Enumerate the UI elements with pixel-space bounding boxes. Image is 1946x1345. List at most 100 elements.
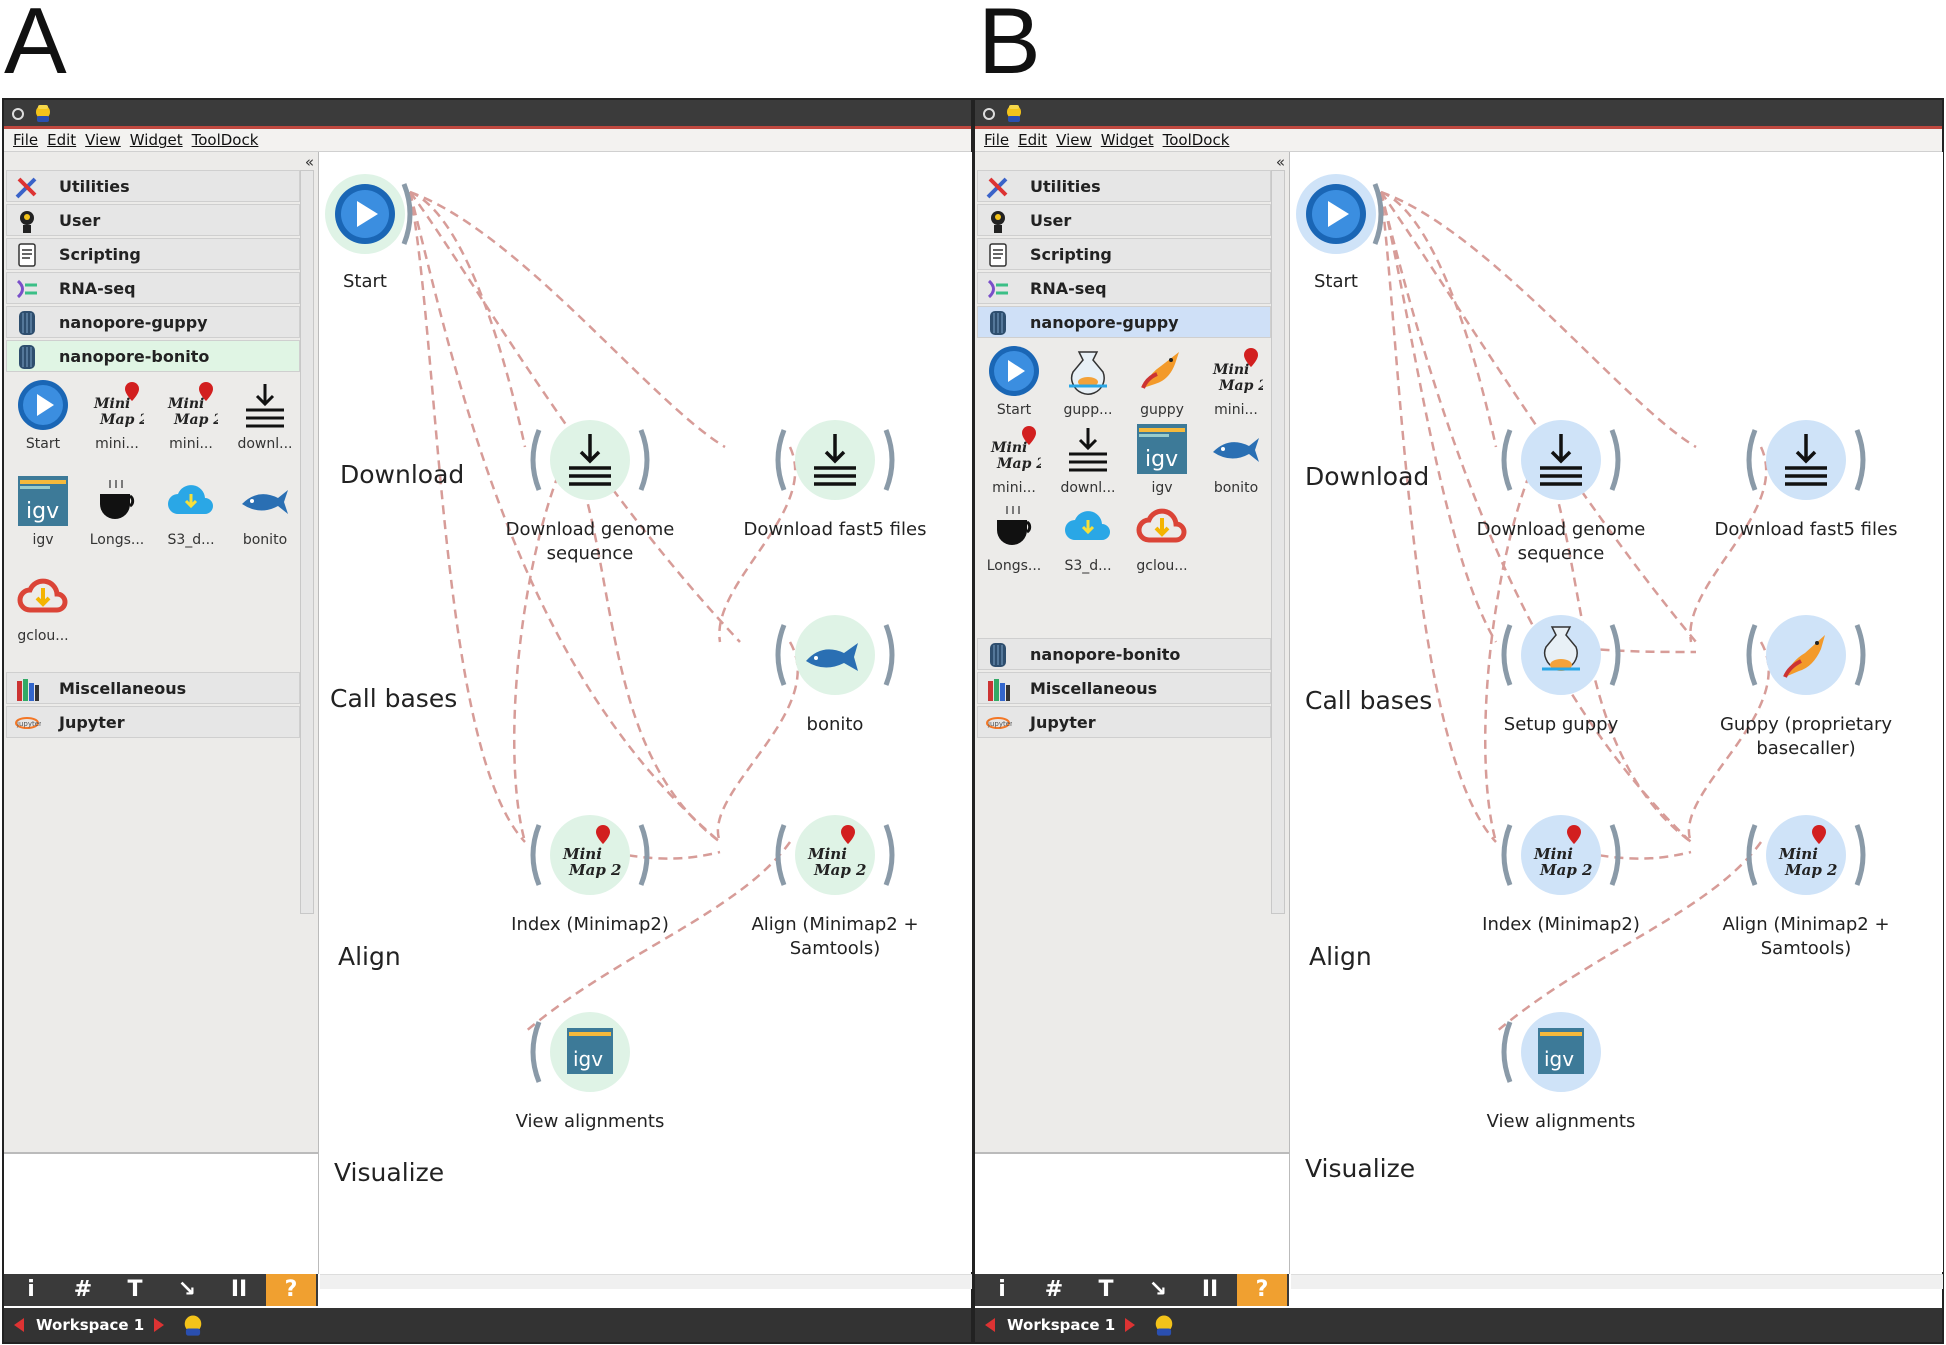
menu-widget[interactable]: Widget — [1100, 131, 1154, 149]
category-miscellaneous[interactable]: Miscellaneous — [6, 672, 300, 704]
category-label: nanopore-guppy — [59, 313, 208, 332]
category-nanopore-guppy[interactable]: nanopore-guppy — [977, 306, 1271, 338]
category-rna-seq[interactable]: RNA-seq — [6, 272, 300, 304]
node-start[interactable]: Start — [310, 170, 420, 294]
category-label: Miscellaneous — [1030, 679, 1158, 698]
window-menu-icon[interactable] — [12, 108, 24, 120]
workflow-canvas[interactable]: Download Call bases Align Visualize Star… — [320, 152, 972, 1272]
tool-download[interactable]: downl... — [1053, 422, 1123, 502]
bonito-fish-icon — [775, 615, 895, 695]
collapse-dock-icon[interactable]: « — [1275, 153, 1285, 171]
tool-start[interactable]: Start — [979, 344, 1049, 424]
grid-button[interactable]: # — [73, 1277, 93, 1302]
arrow-annotation-button[interactable]: ↘ — [177, 1277, 197, 1302]
menu-tooldock[interactable]: ToolDock — [1162, 131, 1230, 149]
play-icon — [18, 380, 68, 430]
node-view-alignments[interactable]: igv View alignments — [1466, 1004, 1656, 1134]
tool-start[interactable]: Start — [8, 378, 78, 458]
prev-workspace-icon[interactable] — [14, 1318, 24, 1332]
menu-edit[interactable]: Edit — [1018, 131, 1048, 149]
tool-label: igv — [1151, 480, 1173, 496]
category-rna-seq[interactable]: RNA-seq — [977, 272, 1271, 304]
tool-gcloud-download[interactable]: gclou... — [1127, 500, 1197, 580]
node-view-alignments[interactable]: igv View alignments — [495, 1004, 685, 1134]
menu-view[interactable]: View — [85, 131, 121, 149]
tool-gcloud-download[interactable]: gclou... — [8, 570, 78, 650]
tool-setup-guppy[interactable]: gupp... — [1053, 344, 1123, 424]
node-label: Start — [343, 271, 387, 292]
prev-workspace-icon[interactable] — [985, 1318, 995, 1332]
tool-download[interactable]: downl... — [230, 378, 300, 458]
menu-tooldock[interactable]: ToolDock — [191, 131, 259, 149]
node-guppy-basecaller[interactable]: Guppy (proprietary basecaller) — [1711, 607, 1901, 761]
category-scripting[interactable]: Scripting — [6, 238, 300, 270]
grid-button[interactable]: # — [1044, 1277, 1064, 1302]
status-bar: Workspace 1 — [4, 1308, 971, 1342]
category-jupyter[interactable]: jupyter Jupyter — [6, 706, 300, 738]
category-nanopore-bonito[interactable]: nanopore-bonito — [977, 638, 1271, 670]
next-workspace-icon[interactable] — [1125, 1318, 1135, 1332]
help-button[interactable]: ? — [266, 1274, 316, 1306]
category-scripting[interactable]: Scripting — [977, 238, 1271, 270]
collapse-dock-icon[interactable]: « — [304, 153, 314, 171]
text-annotation-button[interactable]: T — [127, 1277, 143, 1302]
window-menu-icon[interactable] — [983, 108, 995, 120]
download-icon — [1069, 428, 1107, 472]
category-nanopore-guppy[interactable]: nanopore-guppy — [6, 306, 300, 338]
menu-file[interactable]: File — [13, 131, 39, 149]
node-bonito[interactable]: bonito — [740, 607, 930, 737]
menu-edit[interactable]: Edit — [47, 131, 77, 149]
menu-file[interactable]: File — [984, 131, 1010, 149]
next-workspace-icon[interactable] — [154, 1318, 164, 1332]
dock-scrollbar[interactable] — [1271, 170, 1285, 914]
category-utilities[interactable]: Utilities — [977, 170, 1271, 202]
node-download-fast5[interactable]: Download fast5 files — [1711, 412, 1901, 542]
category-utilities[interactable]: Utilities — [6, 170, 300, 202]
dock-scrollbar[interactable] — [300, 170, 314, 914]
category-miscellaneous[interactable]: Miscellaneous — [977, 672, 1271, 704]
svg-text:Mini: Mini — [93, 396, 130, 412]
tool-guppy[interactable]: guppy — [1127, 344, 1197, 424]
node-start[interactable]: Start — [1281, 170, 1391, 294]
node-download-genome[interactable]: Download genome sequence — [505, 412, 675, 566]
category-user[interactable]: User — [977, 204, 1271, 236]
pause-button[interactable]: II — [230, 1277, 248, 1302]
tool-label: Longs... — [89, 532, 145, 548]
workflow-canvas[interactable]: Download Call bases Align Visualize Star… — [1291, 152, 1943, 1272]
tool-s3-download[interactable]: S3_d... — [1053, 500, 1123, 580]
tool-longshot[interactable]: Longs... — [82, 474, 152, 554]
node-download-fast5[interactable]: Download fast5 files — [740, 412, 930, 542]
node-download-genome[interactable]: Download genome sequence — [1476, 412, 1646, 566]
canvas-scrollbar[interactable] — [320, 1274, 972, 1289]
pause-button[interactable]: II — [1201, 1277, 1219, 1302]
node-setup-guppy[interactable]: Setup guppy — [1466, 607, 1656, 737]
category-nanopore-bonito[interactable]: nanopore-bonito — [6, 340, 300, 372]
category-user[interactable]: User — [6, 204, 300, 236]
help-button[interactable]: ? — [1237, 1274, 1287, 1306]
category-jupyter[interactable]: jupyter Jupyter — [977, 706, 1271, 738]
panel-letter-b: B — [978, 0, 1041, 93]
menu-widget[interactable]: Widget — [129, 131, 183, 149]
tool-bonito[interactable]: bonito — [1201, 422, 1271, 502]
tool-igv[interactable]: igv igv — [1127, 422, 1197, 502]
info-button[interactable]: i — [27, 1277, 35, 1302]
arrow-annotation-button[interactable]: ↘ — [1148, 1277, 1168, 1302]
igv-icon: igv — [1501, 1012, 1601, 1092]
tool-s3-download[interactable]: S3_d... — [156, 474, 226, 554]
tool-igv[interactable]: igv igv — [8, 474, 78, 554]
tool-label: Longs... — [986, 558, 1042, 574]
info-button[interactable]: i — [998, 1277, 1006, 1302]
tool-bonito[interactable]: bonito — [230, 474, 300, 554]
text-annotation-button[interactable]: T — [1098, 1277, 1114, 1302]
canvas-scrollbar[interactable] — [1291, 1274, 1943, 1289]
tool-longshot[interactable]: Longs... — [979, 500, 1049, 580]
menu-view[interactable]: View — [1056, 131, 1092, 149]
